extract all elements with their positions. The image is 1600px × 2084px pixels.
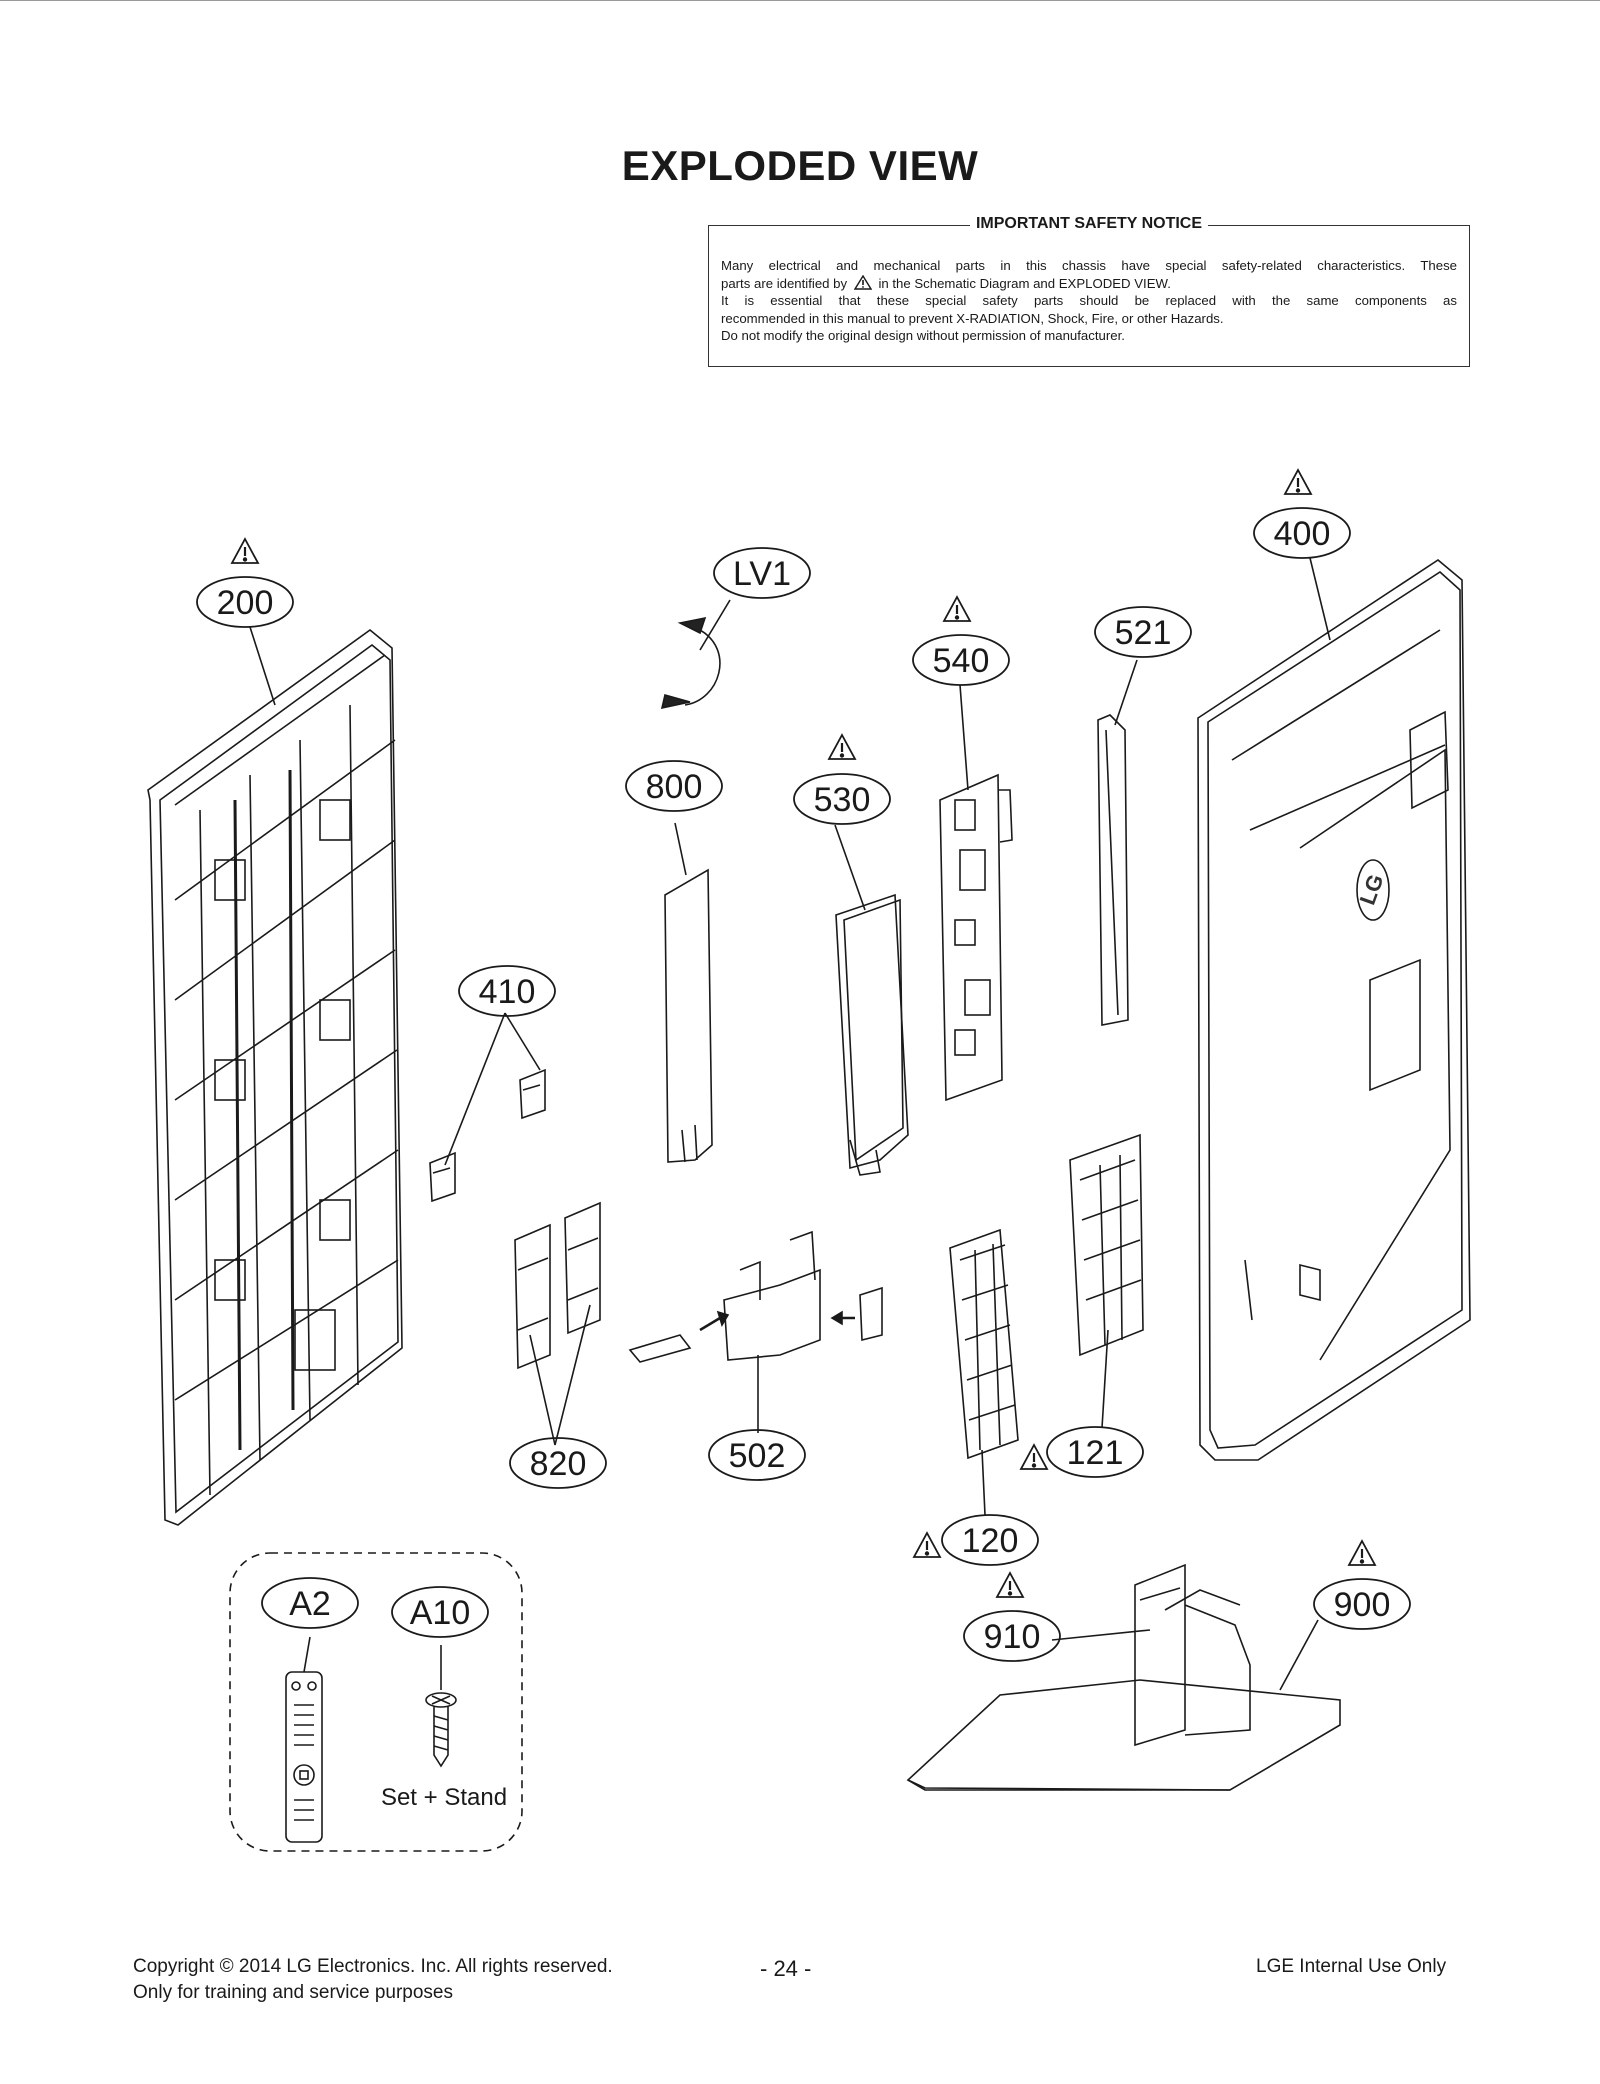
callout-502: 502 bbox=[708, 1429, 806, 1481]
leader-lines bbox=[249, 557, 1331, 1691]
warning-triangle-icon bbox=[995, 1571, 1025, 1599]
svg-text:200: 200 bbox=[217, 584, 274, 622]
svg-text:410: 410 bbox=[479, 973, 536, 1011]
svg-text:910: 910 bbox=[984, 1618, 1041, 1656]
part-521-side-bracket bbox=[1097, 714, 1129, 1026]
page-top-rule bbox=[0, 0, 1600, 1]
svg-text:540: 540 bbox=[933, 642, 990, 680]
part-A2-remote bbox=[285, 1671, 323, 1843]
part-LV1-cable bbox=[660, 616, 721, 710]
page-number: - 24 - bbox=[760, 1956, 812, 1981]
warning-triangle-icon bbox=[1283, 468, 1313, 496]
svg-text:400: 400 bbox=[1274, 515, 1331, 553]
svg-text:LG: LG bbox=[1355, 871, 1389, 908]
set-stand-note: Set + Stand bbox=[381, 1784, 507, 1811]
callout-120: 120 bbox=[912, 1514, 1039, 1566]
warning-triangle-icon bbox=[1347, 1539, 1377, 1567]
part-800-insulator-sheet bbox=[664, 868, 713, 1163]
callouts: 200 LV1 540 521 400 800 530 bbox=[196, 468, 1411, 1662]
part-400-back-cover bbox=[1197, 559, 1471, 1461]
svg-text:800: 800 bbox=[646, 768, 703, 806]
callout-800: 800 bbox=[625, 760, 723, 812]
notice-line-4: recommended in this manual to prevent X-… bbox=[721, 310, 1224, 326]
part-200-rear-frame bbox=[147, 628, 403, 1526]
callout-200: 200 bbox=[196, 537, 294, 628]
part-121-board bbox=[1069, 1133, 1144, 1357]
lg-logo: LG bbox=[1355, 871, 1389, 908]
notice-line-5: Do not modify the original design withou… bbox=[721, 328, 1125, 344]
part-410-brackets bbox=[429, 1068, 546, 1203]
notice-line-2: parts are identified by in the Schematic… bbox=[721, 274, 1171, 291]
accessories-box: A2 A10 Set + Stand bbox=[229, 1552, 523, 1852]
warning-triangle-icon bbox=[853, 274, 873, 290]
callout-540: 540 bbox=[912, 595, 1010, 686]
notice-line-1: Many electrical and mechanical parts in … bbox=[721, 258, 1457, 273]
svg-text:820: 820 bbox=[530, 1445, 587, 1483]
callout-530: 530 bbox=[793, 733, 891, 825]
footer-copyright: Copyright © 2014 LG Electronics. Inc. Al… bbox=[133, 1956, 613, 1977]
callout-820: 820 bbox=[509, 1437, 607, 1489]
part-530-power-board bbox=[835, 893, 909, 1176]
part-540-main-board bbox=[939, 773, 1013, 1102]
callout-900: 900 bbox=[1313, 1539, 1411, 1630]
page-title: EXPLODED VIEW bbox=[621, 142, 979, 189]
warning-triangle-icon bbox=[827, 733, 857, 761]
footer-purpose: Only for training and service purposes bbox=[133, 1982, 453, 2003]
callout-121: 121 bbox=[1019, 1426, 1144, 1478]
part-900-910-stand bbox=[906, 1563, 1341, 1791]
callout-521: 521 bbox=[1094, 606, 1192, 658]
safety-notice-heading: IMPORTANT SAFETY NOTICE bbox=[969, 215, 1209, 232]
callout-410: 410 bbox=[458, 965, 556, 1017]
svg-text:LV1: LV1 bbox=[733, 555, 791, 593]
safety-notice-box: IMPORTANT SAFETY NOTICE Many electrical … bbox=[708, 215, 1470, 367]
callout-A10: A10 bbox=[391, 1586, 489, 1638]
svg-text:521: 521 bbox=[1115, 614, 1172, 652]
callout-400: 400 bbox=[1253, 468, 1351, 559]
part-A10-screw bbox=[425, 1692, 457, 1768]
part-820-brackets bbox=[514, 1201, 601, 1370]
warning-triangle-icon bbox=[230, 537, 260, 565]
svg-text:A10: A10 bbox=[410, 1594, 471, 1632]
part-120-board bbox=[949, 1228, 1019, 1460]
callout-LV1: LV1 bbox=[713, 547, 811, 599]
warning-triangle-icon bbox=[942, 595, 972, 623]
warning-triangle-icon bbox=[1019, 1443, 1049, 1471]
svg-text:120: 120 bbox=[962, 1522, 1019, 1560]
callout-A2: A2 bbox=[261, 1577, 359, 1629]
svg-text:900: 900 bbox=[1334, 1586, 1391, 1624]
svg-text:121: 121 bbox=[1067, 1434, 1124, 1472]
callout-910: 910 bbox=[963, 1571, 1061, 1662]
svg-text:502: 502 bbox=[729, 1437, 786, 1475]
footer-internal: LGE Internal Use Only bbox=[1256, 1956, 1447, 1977]
safety-notice-body: Many electrical and mechanical parts in … bbox=[721, 257, 1457, 345]
svg-text:530: 530 bbox=[814, 781, 871, 819]
notice-line-3: It is essential that these special safet… bbox=[721, 293, 1457, 309]
part-502-assembly bbox=[628, 1230, 883, 1363]
warning-triangle-icon bbox=[912, 1531, 942, 1559]
svg-text:A2: A2 bbox=[289, 1585, 331, 1623]
